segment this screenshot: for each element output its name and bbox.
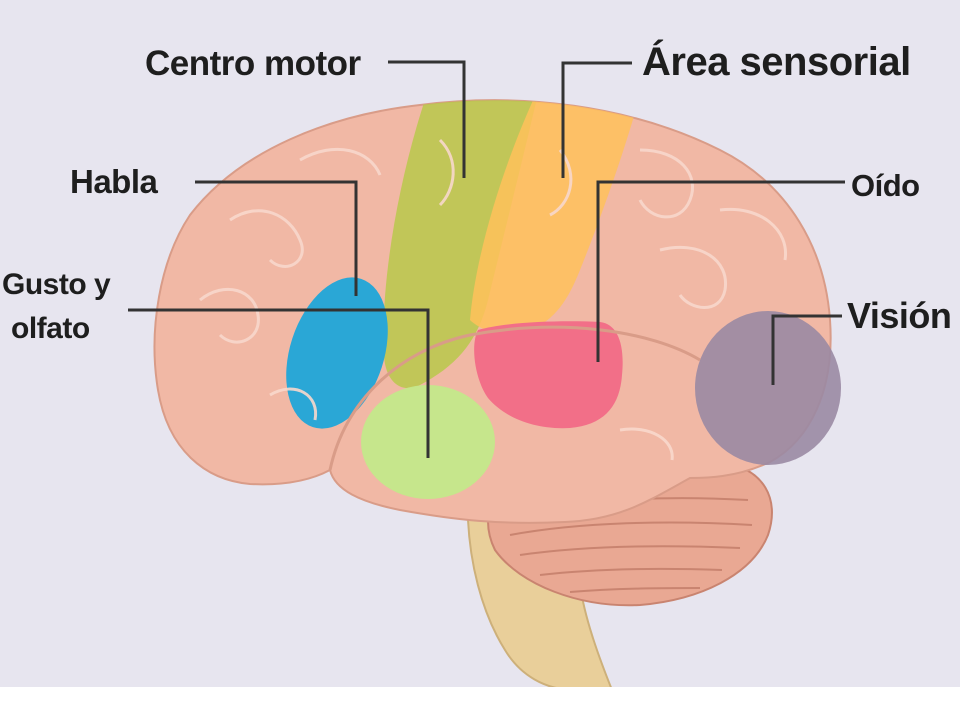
hearing-area-region: [474, 321, 623, 429]
sensory-area-region: [470, 100, 640, 335]
sensory-leader-line: [561, 61, 632, 178]
motor-center-label: Centro motor: [145, 44, 361, 83]
speech-area-region: [286, 277, 388, 429]
vision-leader-line: [771, 314, 842, 385]
lateral-fissure: [328, 325, 701, 471]
taste-smell-label-line1: Gusto y: [2, 268, 111, 301]
vision-label: Visión: [847, 295, 952, 336]
leader-lines: [128, 60, 845, 458]
hearing-leader-line: [596, 180, 845, 362]
taste-smell-label-line2: olfato: [11, 312, 90, 345]
speech-label: Habla: [70, 163, 158, 200]
motor-area-region: [383, 100, 540, 389]
vision-area-region: [695, 311, 841, 465]
taste-smell-leader-line: [128, 308, 430, 458]
brain-gyri: [199, 138, 788, 461]
motor-leader-line: [388, 60, 466, 178]
sensory-area-label: Área sensorial: [642, 40, 911, 84]
bottom-margin: [0, 687, 960, 720]
hearing-label: Oído: [851, 168, 920, 203]
speech-leader-line: [195, 180, 358, 296]
